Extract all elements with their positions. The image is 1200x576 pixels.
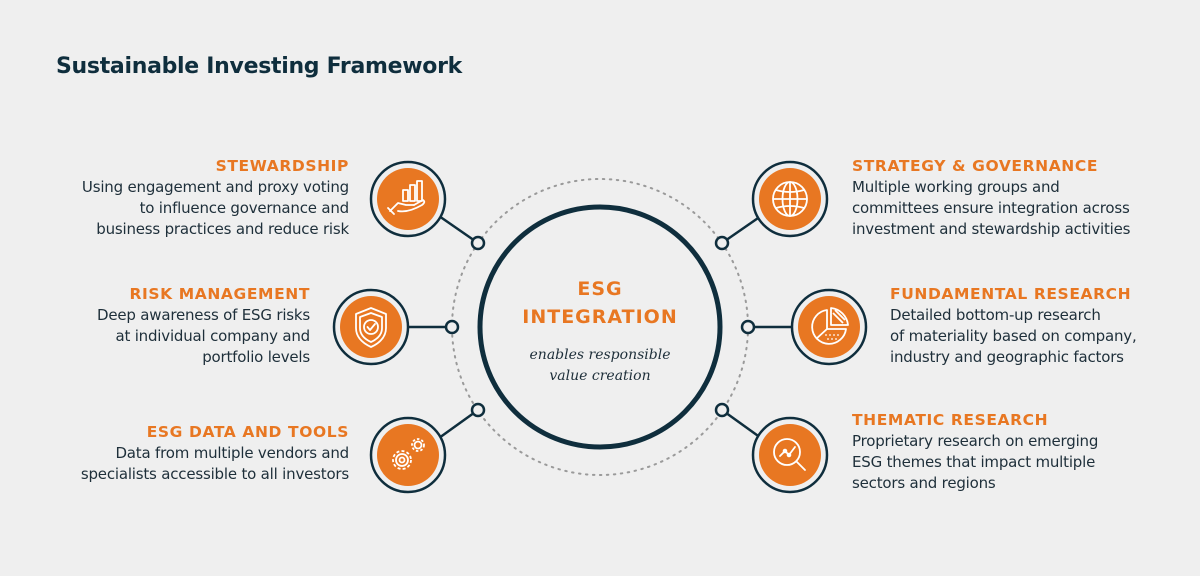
item-heading: FUNDAMENTAL RESEARCH: [890, 285, 1132, 303]
description-line: investment and stewardship activities: [852, 220, 1131, 238]
item-heading: ESG DATA AND TOOLS: [146, 423, 349, 441]
description-line: Data from multiple vendors and: [115, 444, 349, 462]
connector-dot: [470, 402, 486, 418]
item-heading: STRATEGY & GOVERNANCE: [852, 157, 1099, 175]
item-thematic-research: THEMATIC RESEARCH Proprietary research o…: [852, 411, 1098, 494]
center-label: ESG INTEGRATION enables responsible valu…: [480, 275, 720, 387]
description-line: ESG themes that impact multiple: [852, 453, 1096, 471]
item-description: Multiple working groups and committees e…: [852, 177, 1130, 240]
pie-chart-icon: [790, 288, 868, 366]
description-line: sectors and regions: [852, 474, 996, 492]
connector-dot: [470, 235, 486, 251]
item-heading: RISK MANAGEMENT: [129, 285, 310, 303]
item-risk-management: RISK MANAGEMENT Deep awareness of ESG ri…: [97, 285, 310, 368]
item-description: Proprietary research on emerging ESG the…: [852, 431, 1098, 494]
magnifier-chart-icon: [751, 416, 829, 494]
item-description: Data from multiple vendors and specialis…: [81, 443, 349, 485]
item-esg-data-tools: ESG DATA AND TOOLS Data from multiple ve…: [81, 423, 349, 485]
item-strategy-governance: STRATEGY & GOVERNANCE Multiple working g…: [852, 157, 1130, 240]
gears-icon: [369, 416, 447, 494]
connector-dot: [444, 319, 460, 335]
center-subtitle-line: value creation: [549, 368, 651, 384]
hand-bar-chart-icon: [369, 160, 447, 238]
connector-dot: [714, 402, 730, 418]
connector-dot: [740, 319, 756, 335]
description-line: committees ensure integration across: [852, 199, 1130, 217]
item-heading: STEWARDSHIP: [215, 157, 349, 175]
description-line: of materiality based on company,: [890, 327, 1137, 345]
center-title-line: ESG: [577, 278, 623, 300]
item-description: Detailed bottom-up research of materiali…: [890, 305, 1137, 368]
item-description: Using engagement and proxy voting to inf…: [82, 177, 349, 240]
description-line: industry and geographic factors: [890, 348, 1124, 366]
page-title: Sustainable Investing Framework: [56, 54, 462, 79]
connector-dot: [714, 235, 730, 251]
center-circle: [477, 204, 723, 450]
shield-check-icon: [332, 288, 410, 366]
description-line: specialists accessible to all investors: [80, 465, 349, 483]
globe-icon: [751, 160, 829, 238]
description-line: Detailed bottom-up research: [890, 306, 1101, 324]
description-line: Using engagement and proxy voting: [81, 178, 349, 196]
item-description: Deep awareness of ESG risks at individua…: [97, 305, 310, 368]
item-fundamental-research: FUNDAMENTAL RESEARCH Detailed bottom-up …: [890, 285, 1137, 368]
description-line: portfolio levels: [202, 348, 310, 366]
item-stewardship: STEWARDSHIP Using engagement and proxy v…: [82, 157, 349, 240]
center-subtitle-line: enables responsible: [529, 347, 671, 363]
description-line: at individual company and: [115, 327, 310, 345]
item-heading: THEMATIC RESEARCH: [852, 411, 1049, 429]
center-subtitle: enables responsible value creation: [480, 345, 720, 387]
connector-stewardship: [438, 214, 479, 245]
description-line: Proprietary research on emerging: [852, 432, 1099, 450]
connector-strategy: [721, 214, 762, 245]
connector-thematic: [721, 408, 762, 440]
description-line: Deep awareness of ESG risks: [96, 306, 310, 324]
center-title: ESG INTEGRATION: [480, 275, 720, 331]
description-line: Multiple working groups and: [852, 178, 1060, 196]
center-title-line: INTEGRATION: [522, 306, 678, 328]
description-line: to influence governance and: [139, 199, 350, 217]
description-line: business practices and reduce risk: [96, 220, 349, 238]
connector-esg-data: [438, 408, 479, 440]
